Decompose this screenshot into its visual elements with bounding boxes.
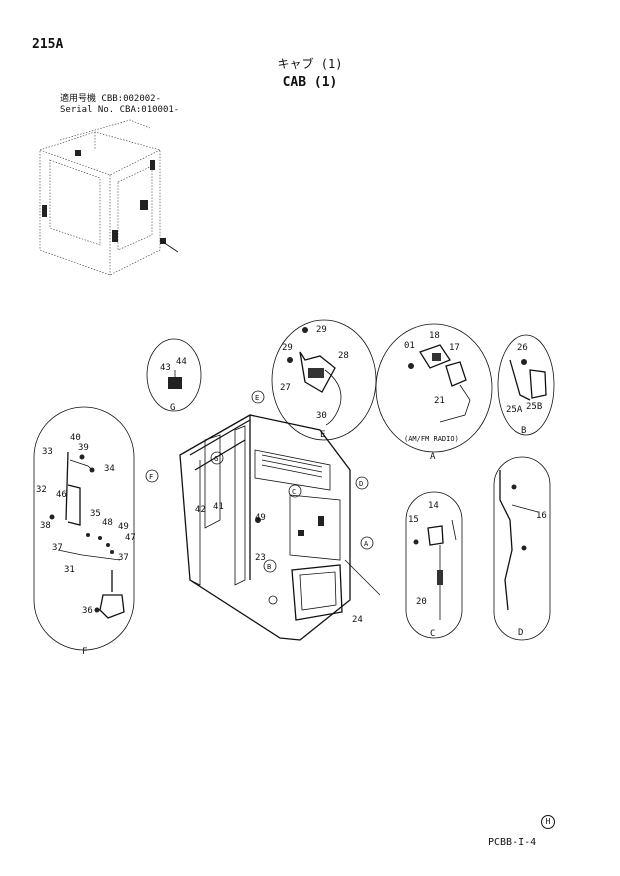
part-17: 17 [449, 343, 460, 353]
page-code: 215A [32, 37, 64, 52]
callout-g: G [214, 455, 218, 463]
part-40: 40 [70, 433, 81, 443]
part-37-upper: 37 [52, 543, 63, 553]
part-48: 48 [102, 518, 113, 528]
callout-d: D [359, 480, 363, 488]
part-41: 41 [213, 502, 224, 512]
radio-note: (AM/FM RADIO) [404, 435, 459, 443]
part-38: 38 [40, 521, 51, 531]
part-27: 27 [280, 383, 291, 393]
serial-block: 適用号機 CBB:002002- Serial No. CBA:010001- [60, 95, 179, 117]
detail-label-g: G [170, 403, 175, 413]
cab-overview-drawing [39, 119, 179, 276]
detail-b: 26 25A 25B B [497, 334, 555, 436]
detail-f: 40 39 33 34 32 46 35 48 38 49 47 37 37 3… [33, 406, 136, 657]
detail-label-e: E [320, 430, 325, 440]
part-28: 28 [338, 351, 349, 361]
part-35: 35 [90, 509, 101, 519]
part-25b: 25B [526, 402, 542, 412]
part-25a: 25A [506, 405, 523, 415]
part-29-top: 29 [316, 325, 327, 335]
part-21: 21 [434, 396, 445, 406]
callout-markers: E F G C D A B [145, 390, 374, 573]
title-japanese: キャブ (1) [277, 57, 343, 71]
part-36: 36 [82, 606, 93, 616]
detail-d: 16 D [493, 456, 551, 641]
part-46: 46 [56, 490, 67, 500]
part-14: 14 [428, 501, 439, 511]
detail-label-a: A [430, 452, 436, 462]
part-43: 43 [160, 363, 171, 373]
part-49-main: 49 [255, 513, 266, 523]
part-31: 31 [64, 565, 75, 575]
part-16: 16 [536, 511, 547, 521]
part-18: 18 [429, 331, 440, 341]
main-cab-frame: 49 42 41 23 24 [179, 414, 381, 641]
copyright-mark: H [541, 815, 555, 829]
part-33: 33 [42, 447, 53, 457]
detail-label-f: F [82, 647, 87, 657]
part-37-lower: 37 [118, 553, 129, 563]
footer-code: PCBB-I-4 [488, 837, 537, 848]
part-01: 01 [404, 341, 415, 351]
detail-e: 29 29 28 27 30 E [271, 319, 377, 441]
part-26: 26 [517, 343, 528, 353]
part-23: 23 [255, 553, 266, 563]
part-39: 39 [78, 443, 89, 453]
callout-f: F [149, 473, 153, 481]
serial-line-en: Serial No. CBA:010001- [60, 105, 180, 115]
callout-a: A [364, 540, 369, 548]
detail-label-d: D [518, 628, 523, 638]
serial-line-jp: 適用号機 CBB:002002- [60, 94, 162, 104]
callout-c: C [292, 488, 296, 496]
part-30: 30 [316, 411, 327, 421]
callout-e: E [255, 394, 259, 402]
part-24: 24 [352, 615, 363, 625]
detail-c: 14 15 20 C [405, 491, 463, 639]
part-34: 34 [104, 464, 115, 474]
part-32: 32 [36, 485, 47, 495]
part-42: 42 [195, 505, 206, 515]
detail-g: 43 44 G [146, 338, 202, 413]
part-47: 47 [125, 533, 136, 543]
detail-label-b: B [521, 426, 526, 436]
part-49-f: 49 [118, 522, 129, 532]
detail-label-c: C [430, 629, 435, 639]
title-english: CAB (1) [282, 75, 338, 90]
part-44: 44 [176, 357, 187, 367]
part-15: 15 [408, 515, 419, 525]
callout-b: B [267, 563, 271, 571]
part-29-side: 29 [282, 343, 293, 353]
part-20: 20 [416, 597, 427, 607]
detail-a-radio: 01 18 17 21 (AM/FM RADIO) A [375, 323, 493, 462]
